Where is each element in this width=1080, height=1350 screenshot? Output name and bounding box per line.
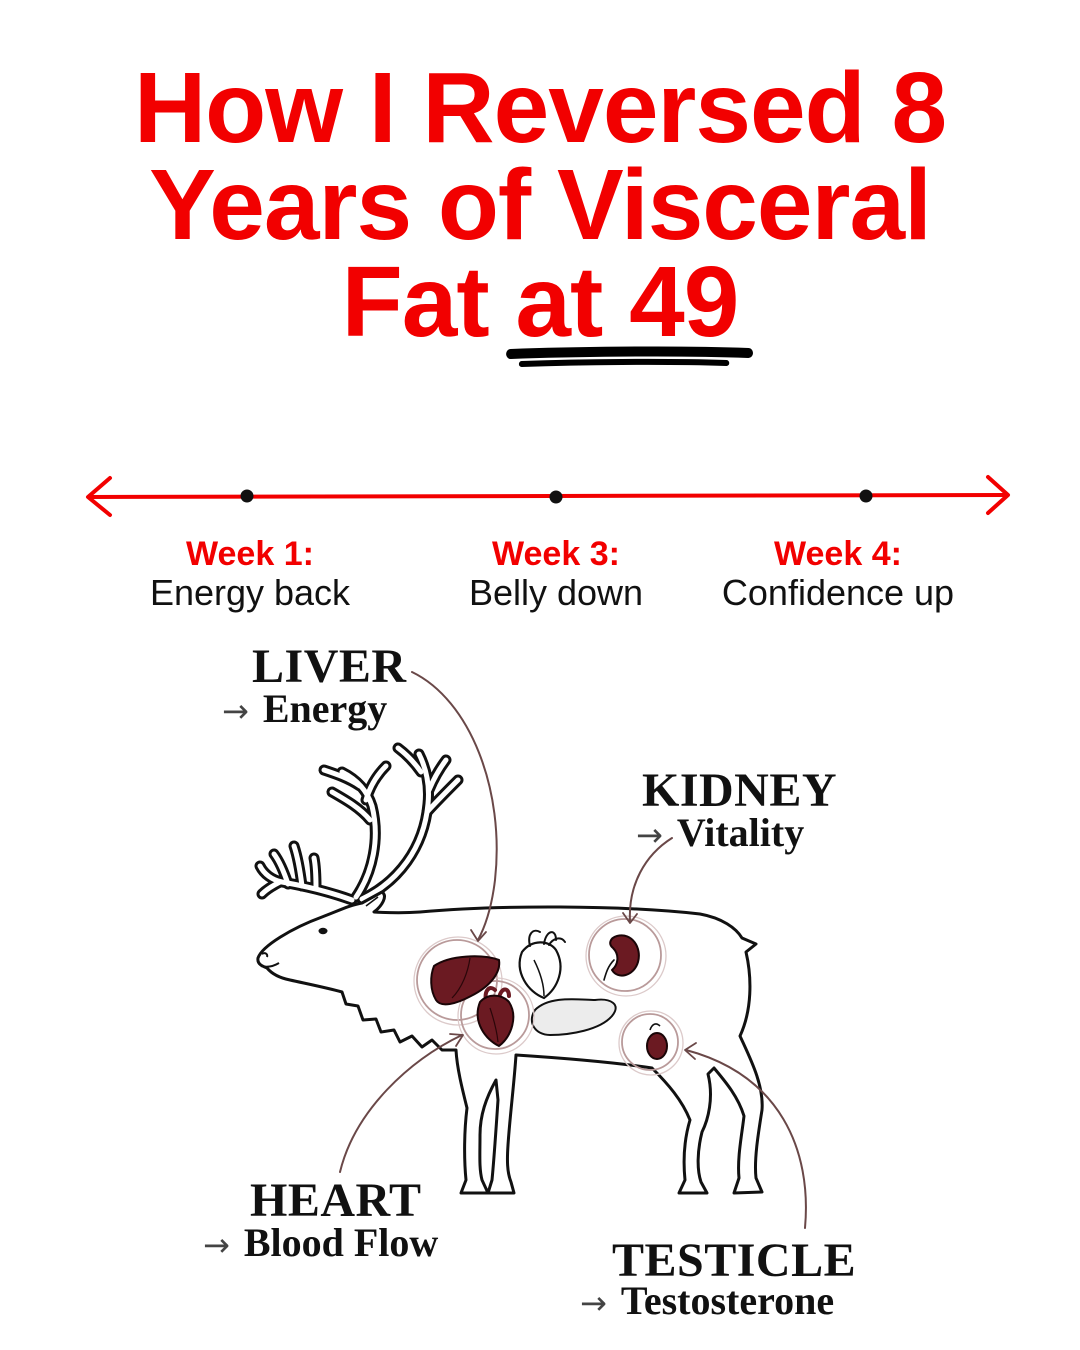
reindeer-ear-inner (365, 896, 379, 907)
reindeer-eye (318, 927, 328, 935)
heart-organ (476, 986, 515, 1047)
milestone-label: Week 1: (186, 535, 314, 573)
timeline-axis (86, 475, 1010, 517)
headline-line-1: How I Reversed 8 (133, 52, 947, 164)
organ-benefit: → Testosterone (580, 1281, 834, 1323)
organ-benefit: → Vitality (636, 813, 804, 855)
right-arrow-icon: → (222, 692, 249, 730)
organ-benefit-text: Energy (262, 686, 388, 731)
organ-benefit: → Energy (222, 689, 387, 731)
brush-underline (506, 346, 754, 367)
testicle-organ (646, 1023, 668, 1060)
heart-highlight-circle (457, 977, 535, 1055)
milestone-label: Week 4: (774, 535, 902, 573)
milestone-week-3: Week 3: Belly down (386, 534, 726, 614)
right-arrow-icon: → (580, 1284, 607, 1322)
liver-organ (430, 955, 501, 1006)
right-arrow-icon: → (636, 816, 663, 854)
organ-name: HEART (250, 1174, 422, 1227)
testicle-pointer-arrow (684, 1042, 807, 1229)
headline-line-3: Fat at 49 (0, 252, 1080, 367)
timeline-right-arrowhead (986, 475, 1010, 515)
underlined-phrase: at 49 (506, 252, 754, 367)
headline-line-2: Years of Visceral (149, 149, 932, 261)
organ-benefit-text: Vitality (676, 810, 805, 855)
milestone-label: Week 3: (492, 535, 620, 573)
milestone-text: Confidence up (721, 572, 955, 613)
organ-benefit: → Blood Flow (203, 1223, 438, 1265)
stomach-organ (530, 998, 617, 1037)
milestone-week-4: Week 4: Confidence up (668, 534, 1008, 614)
timeline-left-arrowhead (86, 476, 112, 517)
milestone-text: Belly down (468, 572, 644, 613)
underlined-phrase-text: at 49 (515, 246, 739, 358)
milestone-week-1: Week 1: Energy back (80, 534, 420, 614)
liver-pointer-arrow (411, 671, 498, 942)
headline: How I Reversed 8 Years of Visceral Fat a… (0, 52, 1080, 367)
timeline-dot-week-3 (549, 490, 563, 504)
heart-outline-organ (518, 929, 566, 1000)
timeline-dot-week-1 (240, 489, 254, 503)
reindeer-nostril (261, 952, 269, 958)
timeline-dot-week-4 (859, 489, 873, 503)
antler-outline (260, 748, 458, 900)
headline-plain-phrase: Fat (341, 246, 490, 358)
right-arrow-icon: → (203, 1226, 230, 1264)
antlers (260, 748, 458, 900)
heart-pointer-arrow (339, 1033, 464, 1173)
organ-name: TESTICLE (612, 1234, 857, 1287)
organ-benefit-text: Blood Flow (243, 1220, 439, 1265)
kidney-organ (603, 934, 640, 981)
testicle-highlight-circle (618, 1010, 684, 1076)
organ-benefit-text: Testosterone (620, 1278, 835, 1323)
reindeer-mouth (260, 962, 280, 968)
milestone-text: Energy back (149, 572, 351, 613)
organ-name: LIVER (252, 640, 407, 693)
kidney-pointer-arrow (622, 837, 673, 924)
organ-name: KIDNEY (642, 764, 838, 817)
reindeer-body-outline (256, 890, 764, 1195)
